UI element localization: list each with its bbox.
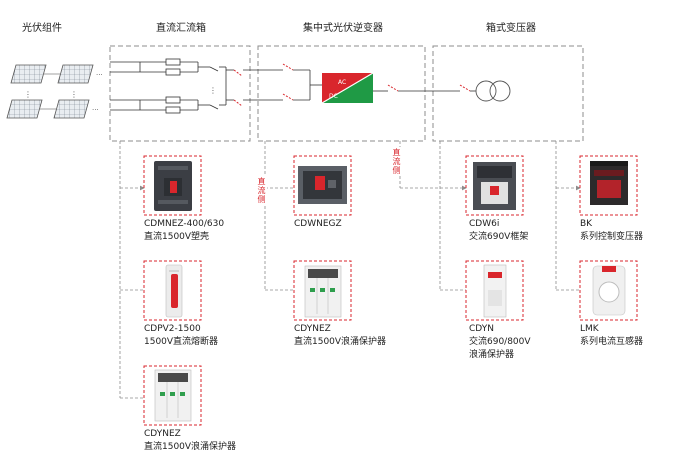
inverter-dc-label: DC [329, 93, 338, 100]
inverter-icon: AC DC [321, 72, 374, 104]
product-label: LMK 系列电流互感器 [580, 323, 643, 349]
product-frames [143, 155, 638, 426]
product-desc: 直流1500V浪涌保护器 [144, 442, 237, 452]
combiner-wiring [110, 61, 234, 111]
surge-protector-icon [483, 264, 507, 318]
current-transformer-icon [592, 265, 626, 316]
dc-combiner-box [109, 45, 251, 142]
header-pv-modules: 光伏组件 [22, 23, 62, 34]
group-boxes [109, 45, 584, 142]
product-label: CDPV2-1500 1500V直流熔断器 [144, 323, 218, 349]
mccb-icon [154, 161, 192, 211]
product-label: CDYN 交流690/800V 浪涌保护器 [469, 323, 531, 362]
product-model: BK [580, 219, 593, 229]
product-label: BK 系列控制变压器 [580, 218, 643, 244]
solar-panel-icon: ⋮ ⋮ ··· ··· [6, 64, 103, 119]
product-model: CDYN [469, 324, 494, 334]
product-desc: 直流1500V塑壳 [144, 232, 210, 242]
product-label: CDYNEZ 直流1500V浪涌保护器 [144, 428, 236, 454]
product-label: CDWNEGZ [294, 218, 342, 231]
svg-text:···: ··· [96, 71, 103, 79]
dc-breaker-icon [298, 166, 347, 204]
inverter-wiring [265, 69, 476, 101]
breaker-switch-icon [233, 69, 243, 107]
product-label: CDYNEZ 直流1500V浪涌保护器 [294, 323, 386, 349]
dc-side-label: 直流侧 [256, 176, 267, 205]
product-desc: 1500V直流熔断器 [144, 337, 219, 347]
fuse-holder-icon [165, 264, 183, 318]
header-box-transformer: 箱式变压器 [486, 23, 536, 34]
product-desc: 交流690V框架 [469, 232, 529, 242]
svg-text:⋮: ⋮ [70, 90, 78, 99]
transformer-icon [475, 80, 511, 102]
product-model: CDWNEGZ [294, 219, 342, 229]
product-desc: 系列控制变压器 [580, 232, 644, 242]
product-desc: 直流1500V浪涌保护器 [294, 337, 387, 347]
product-model: CDPV2-1500 [144, 324, 201, 334]
product-label: CDMNEZ-400/630 直流1500V塑壳 [144, 218, 224, 244]
svg-text:⋮: ⋮ [209, 86, 217, 95]
air-circuit-breaker-icon [473, 162, 516, 210]
inverter-ac-label: AC [338, 79, 346, 86]
product-model: CDYNEZ [294, 324, 331, 334]
product-label: CDW6i 交流690V框架 [469, 218, 528, 244]
product-model: CDYNEZ [144, 429, 181, 439]
inverter-box [257, 45, 426, 142]
product-desc: 系列电流互感器 [580, 337, 644, 347]
product-model: CDW6i [469, 219, 500, 229]
product-model: CDMNEZ-400/630 [144, 219, 225, 229]
product-desc: 交流690/800V [469, 337, 531, 347]
control-transformer-icon [590, 161, 628, 205]
product-desc-2: 浪涌保护器 [469, 350, 515, 360]
fuse-icon [165, 58, 181, 114]
breaker-switch-icon [282, 63, 471, 101]
header-dc-combiner: 直流汇流箱 [156, 23, 206, 34]
svg-text:···: ··· [92, 106, 99, 114]
surge-protector-icon [304, 265, 342, 318]
product-model: LMK [580, 324, 599, 334]
surge-protector-icon [154, 369, 192, 422]
transformer-box [432, 45, 584, 142]
header-central-inverter: 集中式光伏逆变器 [303, 23, 383, 34]
dc-side-label: 直流侧 [391, 147, 402, 176]
svg-text:⋮: ⋮ [24, 90, 32, 99]
